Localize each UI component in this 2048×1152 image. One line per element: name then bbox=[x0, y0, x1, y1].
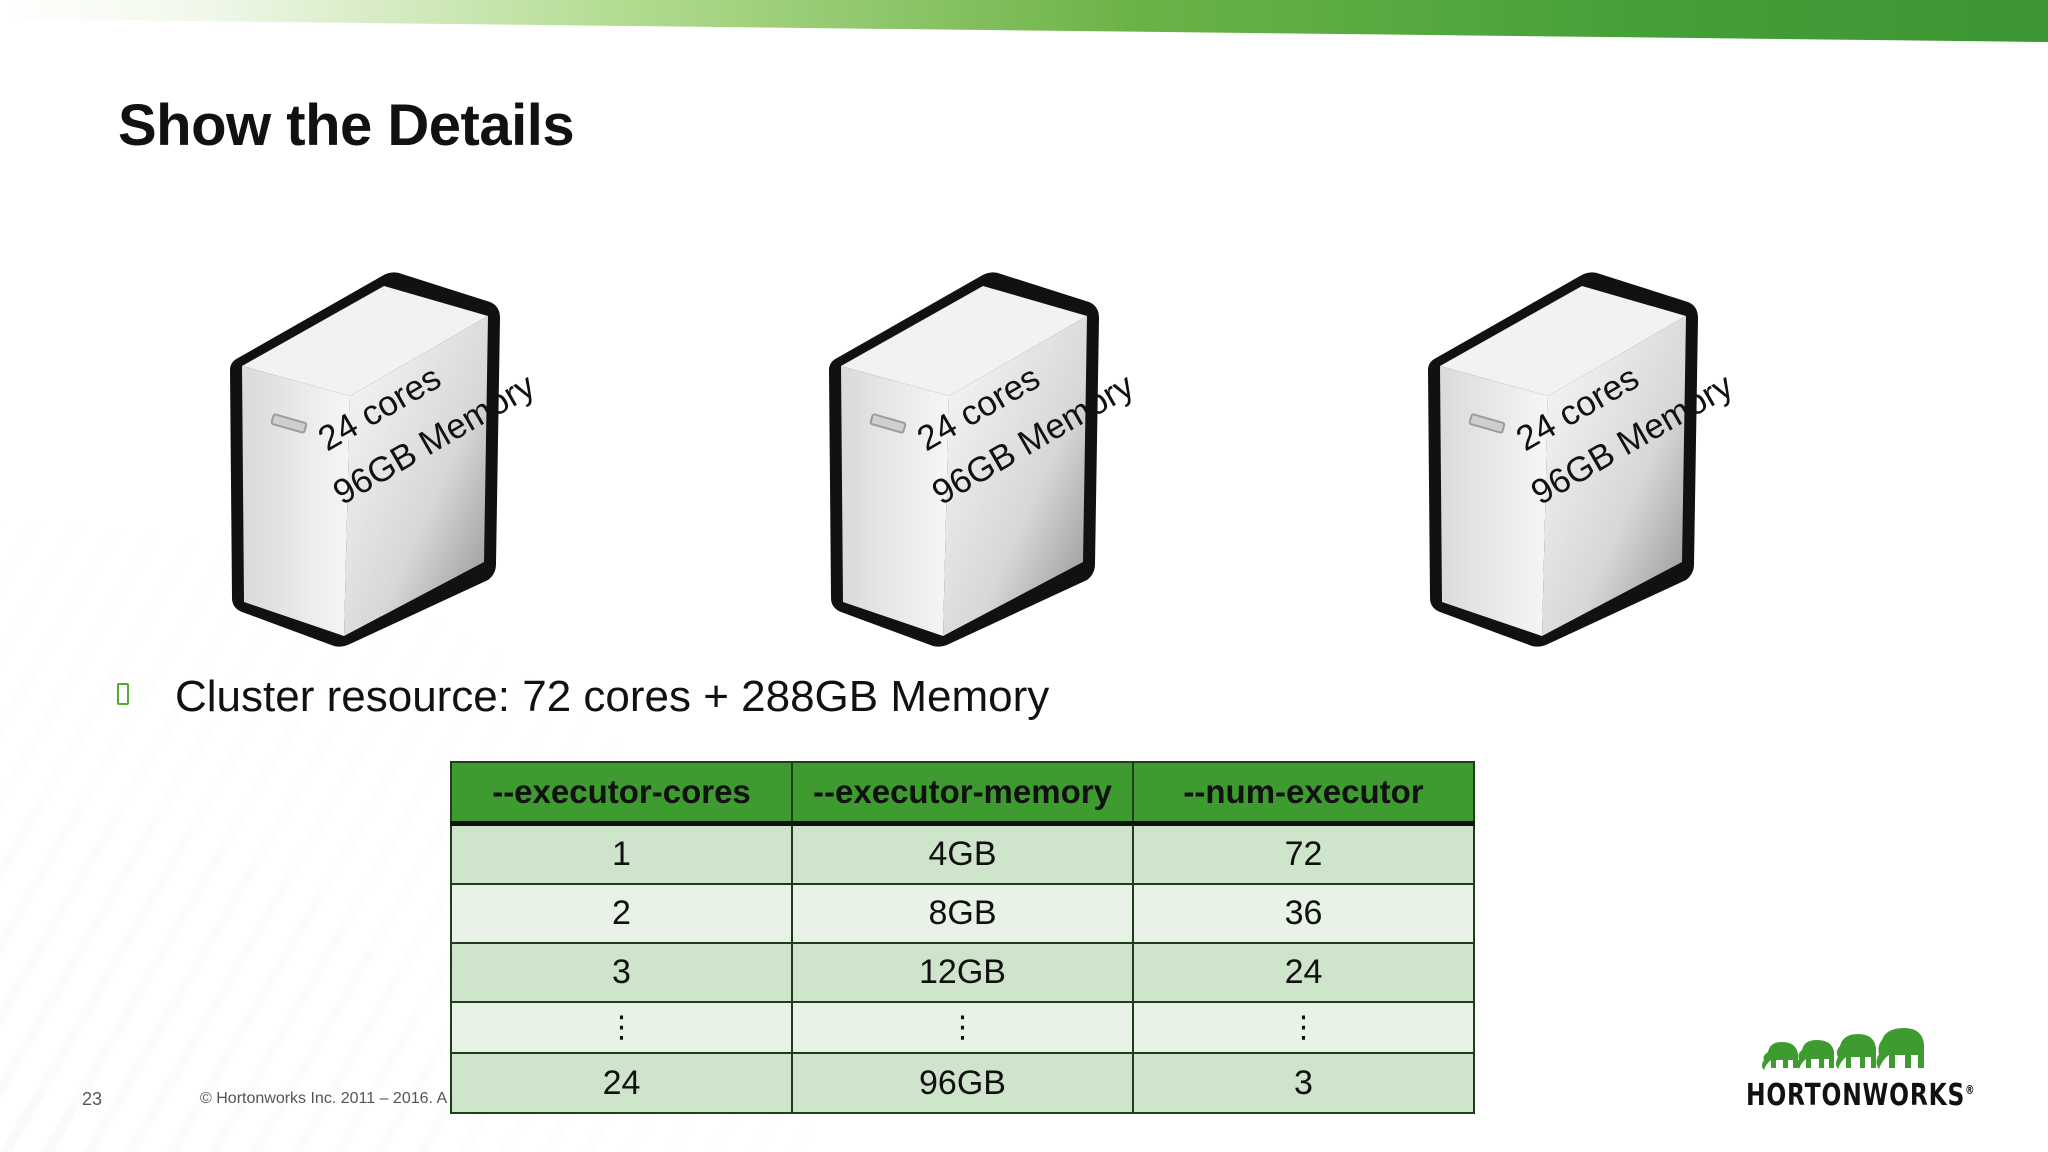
table-row: 2 8GB 36 bbox=[450, 883, 1475, 944]
header-executor-memory: --executor-memory bbox=[791, 761, 1134, 826]
cell-executor-cores: 24 bbox=[450, 1052, 793, 1114]
cell-num-executor: 24 bbox=[1132, 942, 1475, 1003]
cell-num-executor: 3 bbox=[1132, 1052, 1475, 1114]
cell-executor-cores: 2 bbox=[450, 883, 793, 944]
cell-executor-memory: 12GB bbox=[791, 942, 1134, 1003]
server-icon bbox=[230, 272, 500, 647]
executor-config-table: --executor-cores --executor-memory --num… bbox=[450, 761, 1475, 1114]
server-node-1: 24 cores 96GB Memory bbox=[222, 262, 541, 662]
page-number: 23 bbox=[82, 1089, 103, 1109]
server-node-2: 24 cores 96GB Memory bbox=[821, 262, 1140, 662]
header-num-executor: --num-executor bbox=[1132, 761, 1475, 826]
cell-executor-cores: 1 bbox=[450, 822, 793, 885]
cell-executor-memory: 96GB bbox=[791, 1052, 1134, 1114]
server-icon bbox=[829, 272, 1099, 647]
cell-ellipsis: ⋮ bbox=[791, 1001, 1134, 1054]
table-header-row: --executor-cores --executor-memory --num… bbox=[450, 761, 1475, 826]
header-executor-cores: --executor-cores bbox=[450, 761, 793, 826]
cell-executor-memory: 4GB bbox=[791, 822, 1134, 885]
table-row-ellipsis: ⋮ ⋮ ⋮ bbox=[450, 1001, 1475, 1054]
slide-title: Show the Details bbox=[118, 93, 575, 158]
cell-num-executor: 72 bbox=[1132, 822, 1475, 885]
server-icon bbox=[1428, 272, 1698, 647]
table-row: 3 12GB 24 bbox=[450, 942, 1475, 1003]
copyright-text: © Hortonworks Inc. 2011 – 2016. A bbox=[200, 1090, 448, 1107]
cell-executor-cores: 3 bbox=[450, 942, 793, 1003]
top-accent-bar bbox=[0, 0, 2048, 42]
elephant-herd-icon bbox=[1762, 1028, 1924, 1070]
cluster-resource-text: Cluster resource: 72 cores + 288GB Memor… bbox=[175, 672, 1050, 721]
table-row: 24 96GB 3 bbox=[450, 1052, 1475, 1114]
cell-num-executor: 36 bbox=[1132, 883, 1475, 944]
logo-wordmark: HORTONWORKS® bbox=[1746, 1078, 1976, 1113]
cell-executor-memory: 8GB bbox=[791, 883, 1134, 944]
cell-ellipsis: ⋮ bbox=[1132, 1001, 1475, 1054]
server-node-3: 24 cores 96GB Memory bbox=[1420, 262, 1739, 662]
table-row: 1 4GB 72 bbox=[450, 822, 1475, 885]
hortonworks-logo: HORTONWORKS® bbox=[1740, 1026, 1975, 1113]
cell-ellipsis: ⋮ bbox=[450, 1001, 793, 1054]
bullet-icon bbox=[117, 683, 129, 705]
